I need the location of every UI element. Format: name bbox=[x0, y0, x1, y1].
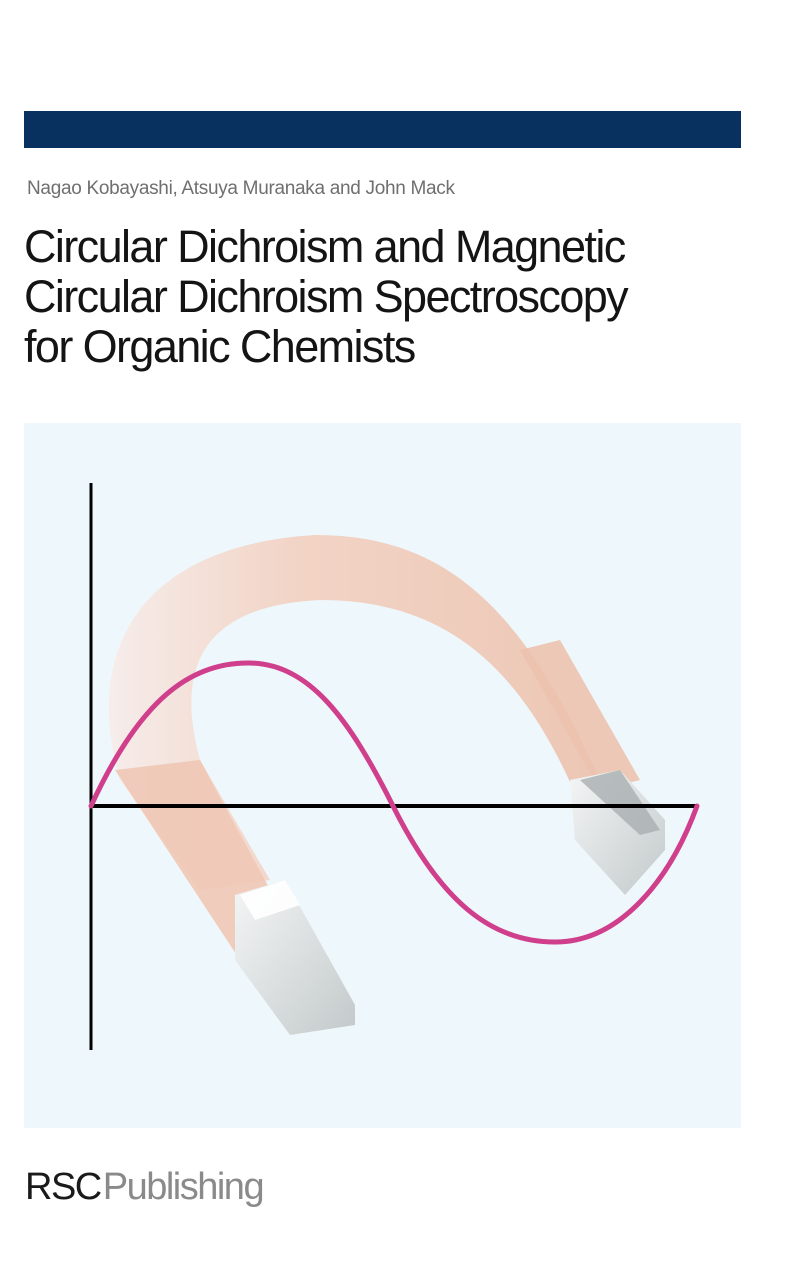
top-color-band bbox=[24, 111, 741, 148]
horseshoe-magnet-icon bbox=[108, 535, 665, 1035]
title-line-1: Circular Dichroism and Magnetic bbox=[24, 221, 626, 272]
publisher-logo: RSCPublishing bbox=[25, 1166, 265, 1209]
cd-sine-curve bbox=[88, 660, 700, 945]
authors: Nagao Kobayashi, Atsuya Muranaka and Joh… bbox=[27, 178, 455, 199]
book-title: Circular Dichroism and Magnetic Circular… bbox=[24, 222, 764, 372]
publisher-brand: RSC bbox=[25, 1166, 102, 1208]
title-line-2: Circular Dichroism Spectroscopy bbox=[24, 271, 629, 322]
cover-illustration-panel bbox=[24, 423, 741, 1128]
title-line-3: for Organic Chemists bbox=[24, 321, 416, 372]
publisher-name: Publishing bbox=[102, 1166, 265, 1208]
